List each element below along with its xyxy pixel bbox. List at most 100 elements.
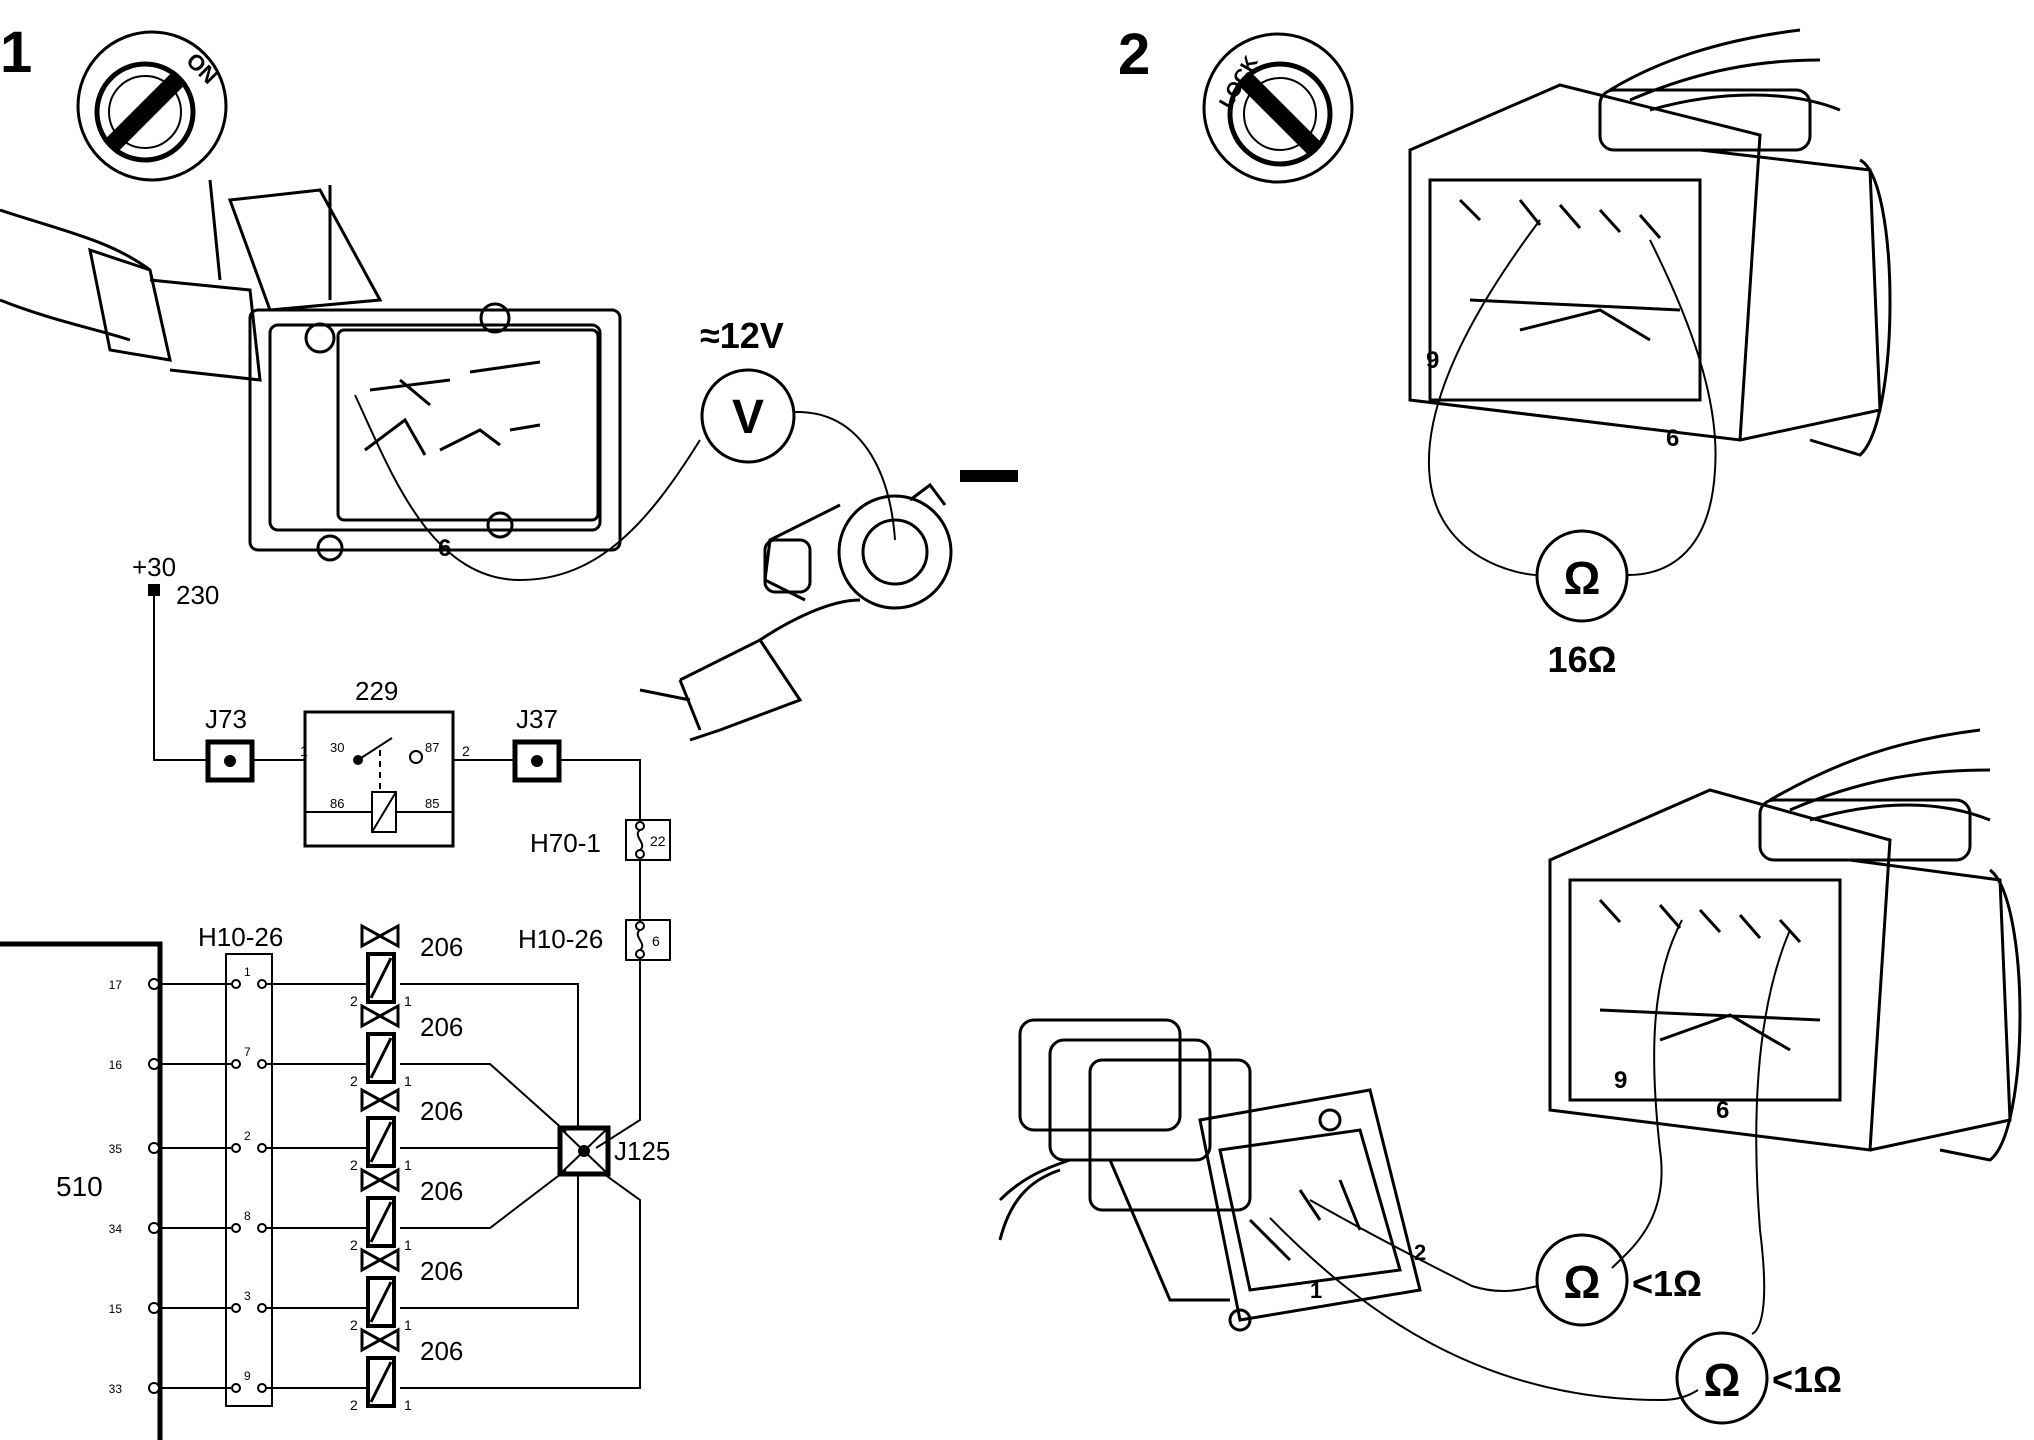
injector-valve-icon (360, 1247, 400, 1273)
supply-label: +30 (132, 552, 176, 582)
injector-206-label: 206 (420, 1336, 463, 1366)
lead-pin2-to-ohm-a (1309, 1199, 1539, 1293)
injector-pin-1: 1 (404, 1237, 412, 1253)
injector-coil-icon (366, 952, 396, 1004)
ecu-pin-terminal (148, 1382, 160, 1394)
connector-pin-label: 9 (244, 1369, 251, 1383)
connector-pin-terminal (231, 979, 241, 989)
connector-h10-26-right-label: H10-26 (518, 924, 603, 954)
injector-206-label: 206 (420, 1176, 463, 1206)
injector-pin-2: 2 (350, 1237, 358, 1253)
junction-j37 (512, 739, 562, 783)
resistance-a-reading: <1Ω (1632, 1263, 1702, 1304)
injector-pin-1-label: 1 (1310, 1278, 1322, 1303)
connector-h10-26-left (225, 953, 273, 1407)
junction-j125-label: J125 (614, 1136, 670, 1166)
ohmmeter-icon-top: Ω (1535, 529, 1629, 623)
connector-pin-label: 7 (244, 1045, 251, 1059)
ohmmeter-lead-9-top (1427, 219, 1541, 576)
supply-wire (153, 596, 208, 761)
connector-pin-terminal (257, 1223, 267, 1233)
junction-j73 (205, 739, 255, 783)
ecu-pin-terminal (148, 1142, 160, 1154)
ecu-pin-label: 34 (109, 1222, 123, 1236)
injector-valve-icon (360, 1327, 400, 1353)
fuse-h70-1-label: H70-1 (530, 828, 601, 858)
voltmeter-icon: V (700, 368, 796, 464)
harness-connector-drawing (0, 179, 622, 562)
injector-pin-1: 1 (404, 1317, 412, 1333)
ohmmeter-b-symbol: Ω (1704, 1354, 1741, 1406)
injector-coil-slash (369, 1201, 393, 1243)
injector-coil-slash (369, 1281, 393, 1323)
ecu-pin-label: 15 (109, 1302, 123, 1316)
relay-pin-86: 86 (330, 796, 344, 811)
injector-drawing (998, 1018, 1422, 1332)
supply-terminal (148, 584, 160, 596)
injector-206-label: 206 (420, 1012, 463, 1042)
connector-pin-terminal (257, 1383, 267, 1393)
relay-229: 30 87 86 85 (303, 710, 455, 848)
injector-pin-2: 2 (350, 993, 358, 1009)
connector-pin-terminal (231, 1383, 241, 1393)
panel-2-number: 2 (1118, 22, 1150, 87)
voltmeter-symbol: V (732, 391, 764, 444)
panel-1-number: 1 (0, 20, 32, 85)
injector-valve-icon (360, 1167, 400, 1193)
injector-pin-2: 2 (350, 1157, 358, 1173)
ohmmeter-a-symbol: Ω (1564, 1256, 1601, 1308)
ecu-pin-label: 16 (109, 1058, 123, 1072)
supply-node-label: 230 (176, 580, 219, 610)
probe-lead (354, 394, 701, 582)
injector-206-label: 206 (420, 932, 463, 962)
ecu-pin-terminal (148, 1222, 160, 1234)
ecu-pin-label: 33 (109, 1382, 123, 1396)
injector-valve-icon (360, 923, 400, 949)
meter-ground-lead (793, 410, 896, 541)
ecu-pin-terminal (148, 1058, 160, 1070)
connector-h10-26-left-label: H10-26 (198, 922, 283, 952)
resistance-b-reading: <1Ω (1772, 1359, 1842, 1400)
connector-pin-terminal (257, 979, 267, 989)
ground-minus-sign (960, 470, 1018, 482)
injector-coil-icon (366, 1356, 396, 1408)
injector-pin-1: 1 (404, 1157, 412, 1173)
connector-h10-26-right: 6 (625, 919, 671, 961)
injector-coil-icon (366, 1196, 396, 1248)
ohmmeter-lead-6-top (1627, 239, 1717, 576)
injector-pin-2: 2 (350, 1317, 358, 1333)
injector-pin-1: 1 (404, 1397, 412, 1413)
ohmmeter-top-symbol: Ω (1564, 552, 1601, 604)
wire-2-label: 2 (462, 743, 470, 759)
connector-right-pin: 6 (652, 933, 660, 949)
injector-coil-icon (366, 1116, 396, 1168)
injector-pin-2: 2 (350, 1073, 358, 1089)
ecu-510-outline (0, 941, 163, 1440)
injector-pin-2: 2 (350, 1397, 358, 1413)
connector-pin-terminal (257, 1059, 267, 1069)
top-pin-6-label: 6 (1666, 425, 1679, 452)
injector-valve-icon (360, 1087, 400, 1113)
injector-coil-slash (369, 957, 393, 999)
fuse-pin-label: 22 (650, 833, 666, 849)
connector-pin-label: 2 (244, 1129, 251, 1143)
voltage-reading: ≈12V (700, 315, 784, 356)
ecu-pin-terminal (148, 978, 160, 990)
lead-pin6-to-ohm-b (1751, 929, 1791, 1335)
connector-pin-label: 1 (244, 965, 251, 979)
injector-206-label: 206 (420, 1256, 463, 1286)
injector-common-wires (400, 983, 641, 1389)
ignition-key-on-icon: ON (76, 30, 228, 182)
junction-j37-label: J37 (516, 704, 558, 734)
ecu-pin-label: 17 (109, 978, 123, 992)
lead-pin9-to-ohm-a (1611, 919, 1683, 1269)
relay-pin-30: 30 (330, 740, 344, 755)
injector-coil-icon (366, 1032, 396, 1084)
injector-harness-connector-top (1408, 28, 1892, 457)
ecu-510-label: 510 (56, 1171, 103, 1202)
injector-harness-connector-bottom (1548, 728, 2022, 1162)
injector-valve-icon (360, 1003, 400, 1029)
ohmmeter-icon-a: Ω (1535, 1233, 1629, 1327)
